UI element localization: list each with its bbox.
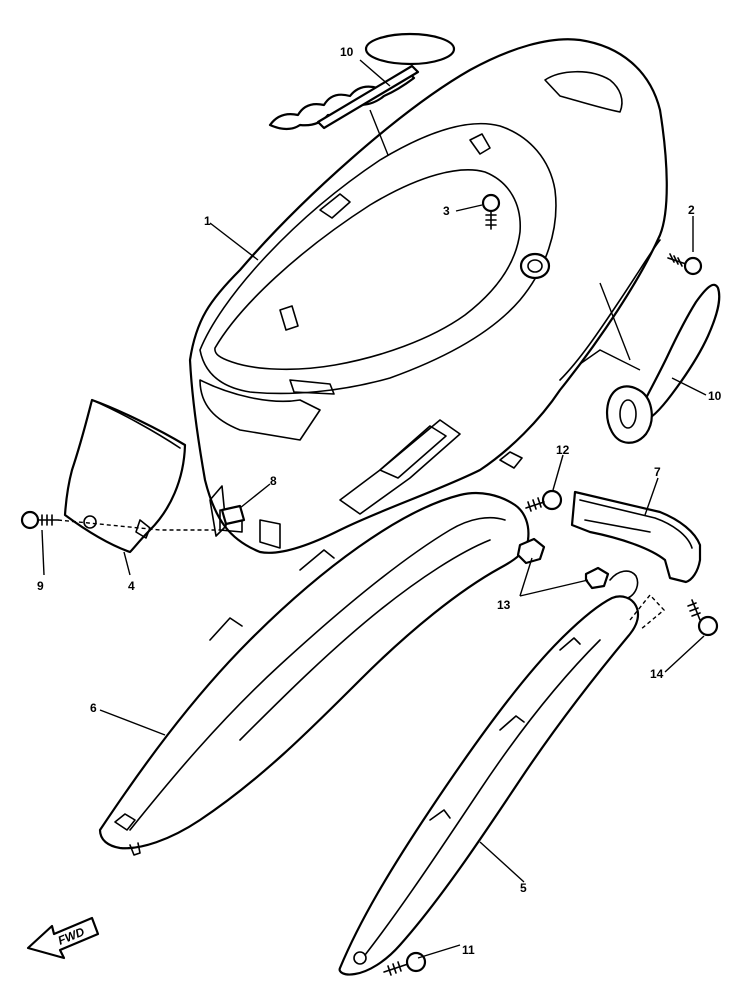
bolt-14: [687, 599, 719, 637]
callout-numbers: 1 2 3 4 5 6 7 8 9 10 10 11 12 13 14: [37, 45, 722, 957]
emblem-sticker-right: [606, 283, 721, 444]
callout-6: 6: [90, 701, 97, 715]
callout-2: 2: [688, 203, 695, 217]
callout-12: 12: [556, 443, 570, 457]
callout-14: 14: [650, 667, 664, 681]
bolt-9: [20, 510, 59, 530]
emblem-sticker-top: [268, 32, 456, 131]
leader-lines: [41, 59, 707, 959]
callout-9: 9: [37, 579, 44, 593]
callout-5: 5: [520, 881, 527, 895]
bolt-12: [525, 489, 563, 512]
nut-13: [516, 537, 610, 590]
callout-10-top: 10: [340, 45, 354, 59]
screw-3: [481, 193, 501, 230]
callout-1: 1: [204, 214, 211, 228]
callout-8: 8: [270, 474, 277, 488]
callout-11: 11: [462, 943, 475, 957]
front-lower-panel: [63, 398, 187, 554]
clip-8: [220, 504, 246, 526]
rear-seat-cowl: [188, 38, 668, 554]
long-side-cover: [98, 491, 530, 856]
fwd-direction-arrow: FWD: [26, 916, 100, 960]
tail-bracket: [570, 490, 702, 584]
callout-7: 7: [654, 465, 661, 479]
callout-4: 4: [128, 579, 135, 593]
callout-3: 3: [443, 204, 450, 218]
callout-13: 13: [497, 598, 511, 612]
callout-10-right: 10: [708, 389, 722, 403]
lower-side-cover: [338, 570, 640, 976]
screw-2: [667, 253, 703, 276]
